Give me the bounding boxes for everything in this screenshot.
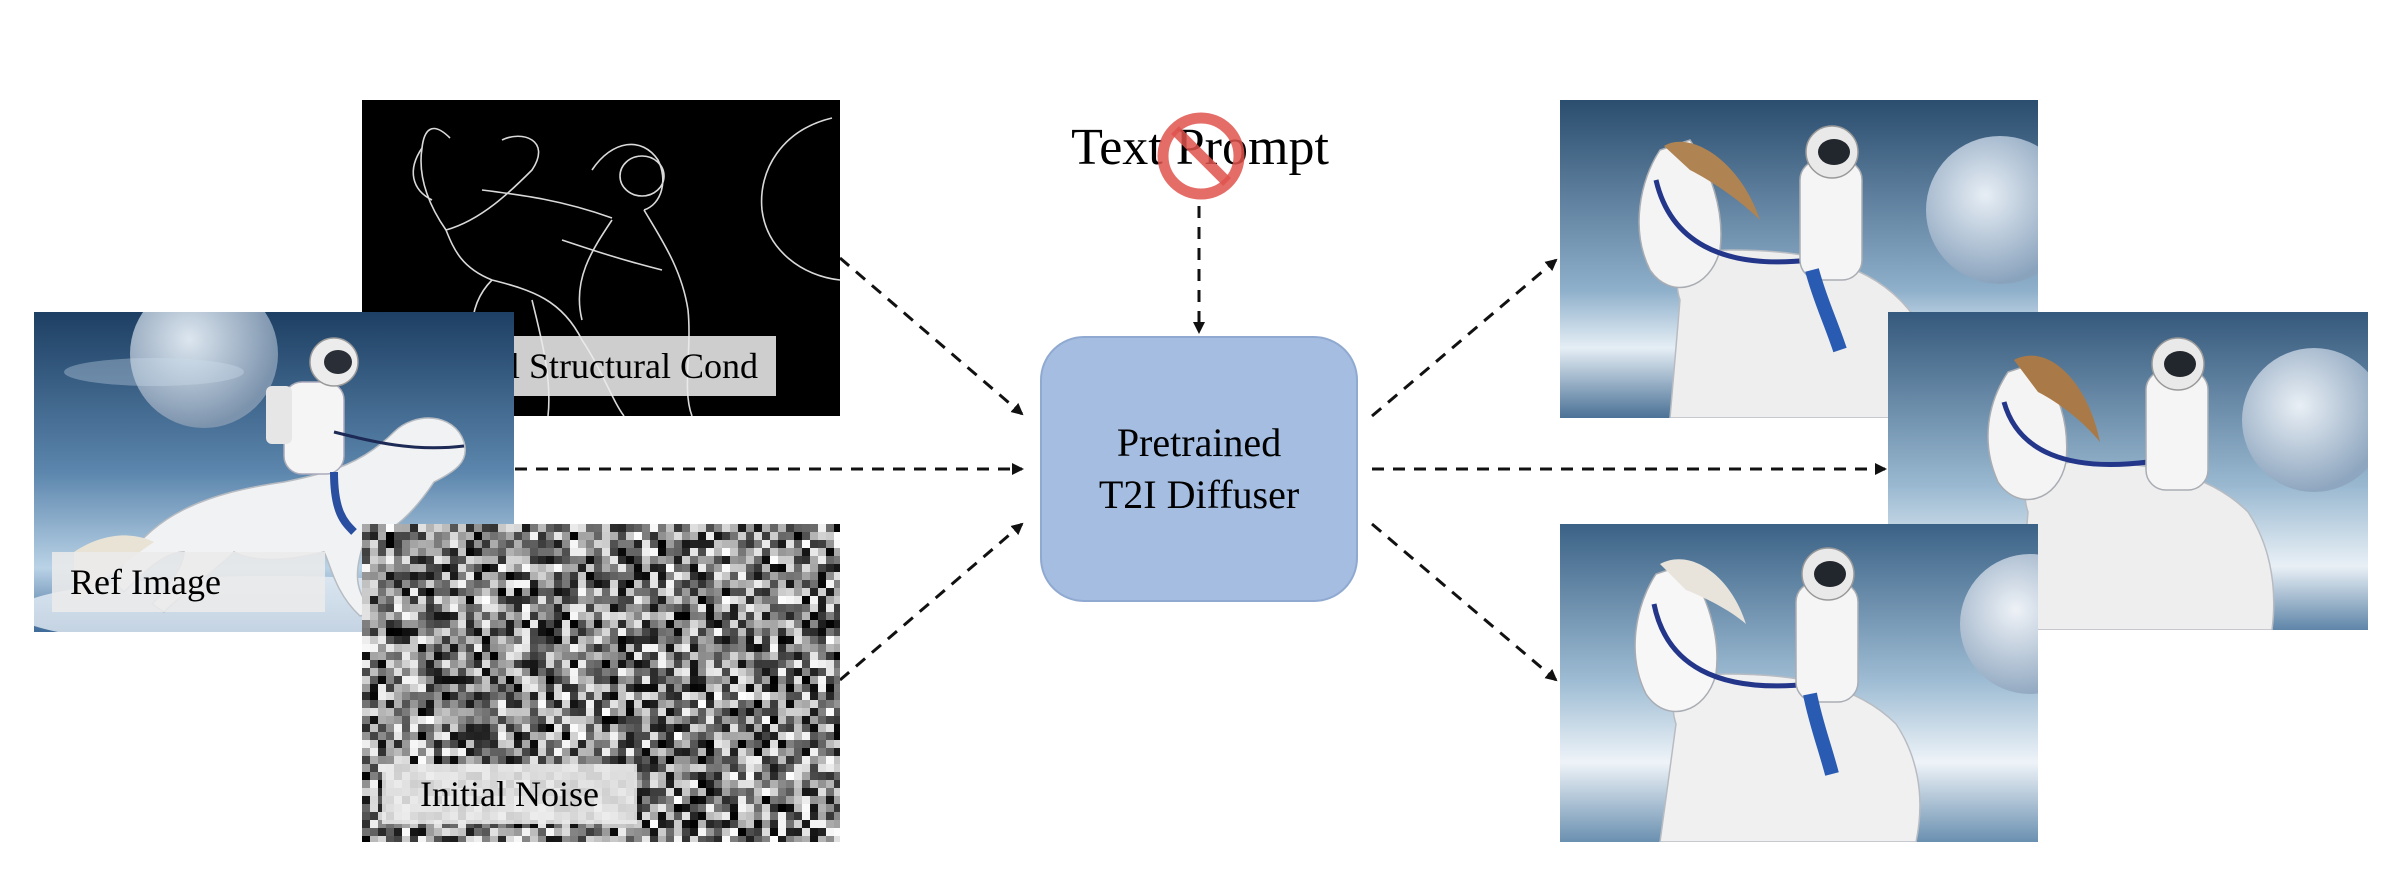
arrow-diffuser-to-output-bottom bbox=[1371, 522, 1558, 682]
arrow-structural-to-diffuser bbox=[839, 256, 1024, 416]
diffuser-line-1: Pretrained bbox=[1116, 420, 1282, 465]
arrow-diffuser-to-output-top bbox=[1371, 258, 1558, 418]
ref-image: Ref Image bbox=[34, 312, 514, 632]
output-image-bottom bbox=[1560, 524, 2038, 842]
ref-image-label: Ref Image bbox=[52, 552, 325, 612]
initial-noise-label: Initial Noise bbox=[382, 764, 637, 824]
diffuser-line-2: T2I Diffuser bbox=[1098, 472, 1300, 517]
arrow-noise-to-diffuser bbox=[839, 522, 1024, 682]
prohibition-icon bbox=[1157, 112, 1245, 200]
pretrained-t2i-diffuser-box: Pretrained T2I Diffuser bbox=[1040, 336, 1358, 602]
initial-noise-image: Initial Noise bbox=[362, 524, 840, 842]
